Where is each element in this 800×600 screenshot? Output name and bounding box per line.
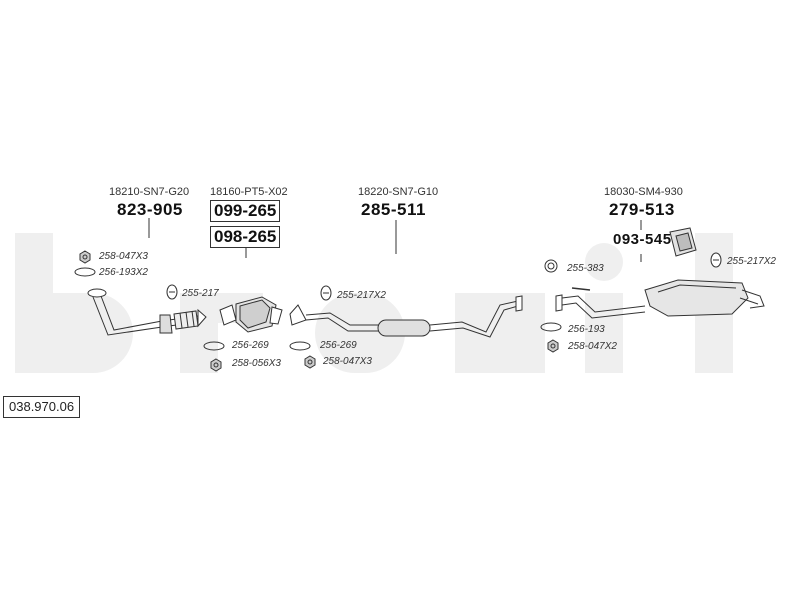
front-pipe: [87, 288, 207, 336]
oem-number: 18210-SN7-G20: [109, 186, 190, 198]
fitting-label: 258-047X3: [323, 356, 372, 367]
fitting-label: 255-217X2: [337, 290, 386, 301]
part-number-boxed: 098-265: [210, 226, 281, 248]
rubber-mount-icon: [320, 285, 332, 301]
part-number: 279-513: [609, 200, 675, 219]
fitting-label: 255-383: [567, 263, 604, 274]
rubber-mount-icon: [166, 284, 178, 300]
nut-icon: [210, 358, 222, 372]
fitting-label: 255-217: [182, 288, 219, 299]
clamp-icon: [544, 259, 558, 273]
rubber-mount-icon: [710, 252, 722, 268]
fitting-label: 255-217X2: [727, 256, 776, 267]
hanger: [669, 227, 697, 257]
oem-number: 18160-PT5-X02: [210, 186, 288, 198]
part-number: 285-511: [361, 200, 426, 219]
part-number-boxed: 099-265: [210, 200, 281, 222]
part-number: 093-545: [613, 231, 672, 248]
fitting-label: 258-047X3: [99, 251, 148, 262]
fitting-label: 256-269: [232, 340, 269, 351]
nut-icon: [304, 355, 316, 369]
gasket-icon: [540, 322, 562, 332]
catalytic-converter: [219, 296, 283, 333]
fitting-label: 258-047X2: [568, 341, 617, 352]
gasket-icon: [74, 267, 96, 277]
fitting-label: 258-056X3: [232, 358, 281, 369]
middle-pipe: [289, 295, 523, 338]
part-number: 823-905: [117, 200, 183, 219]
nut-icon: [79, 250, 91, 264]
fitting-label: 256-269: [320, 340, 357, 351]
gasket-icon: [203, 341, 225, 351]
fitting-label: 256-193: [568, 324, 605, 335]
oem-number: 18030-SM4-930: [604, 186, 683, 198]
fitting-label: 256-193X2: [99, 267, 148, 278]
catalog-number: 038.970.06: [3, 396, 81, 418]
nut-icon: [547, 339, 559, 353]
rear-silencer: [555, 279, 765, 319]
gasket-icon: [289, 341, 311, 351]
oem-number: 18220-SN7-G10: [358, 186, 439, 198]
